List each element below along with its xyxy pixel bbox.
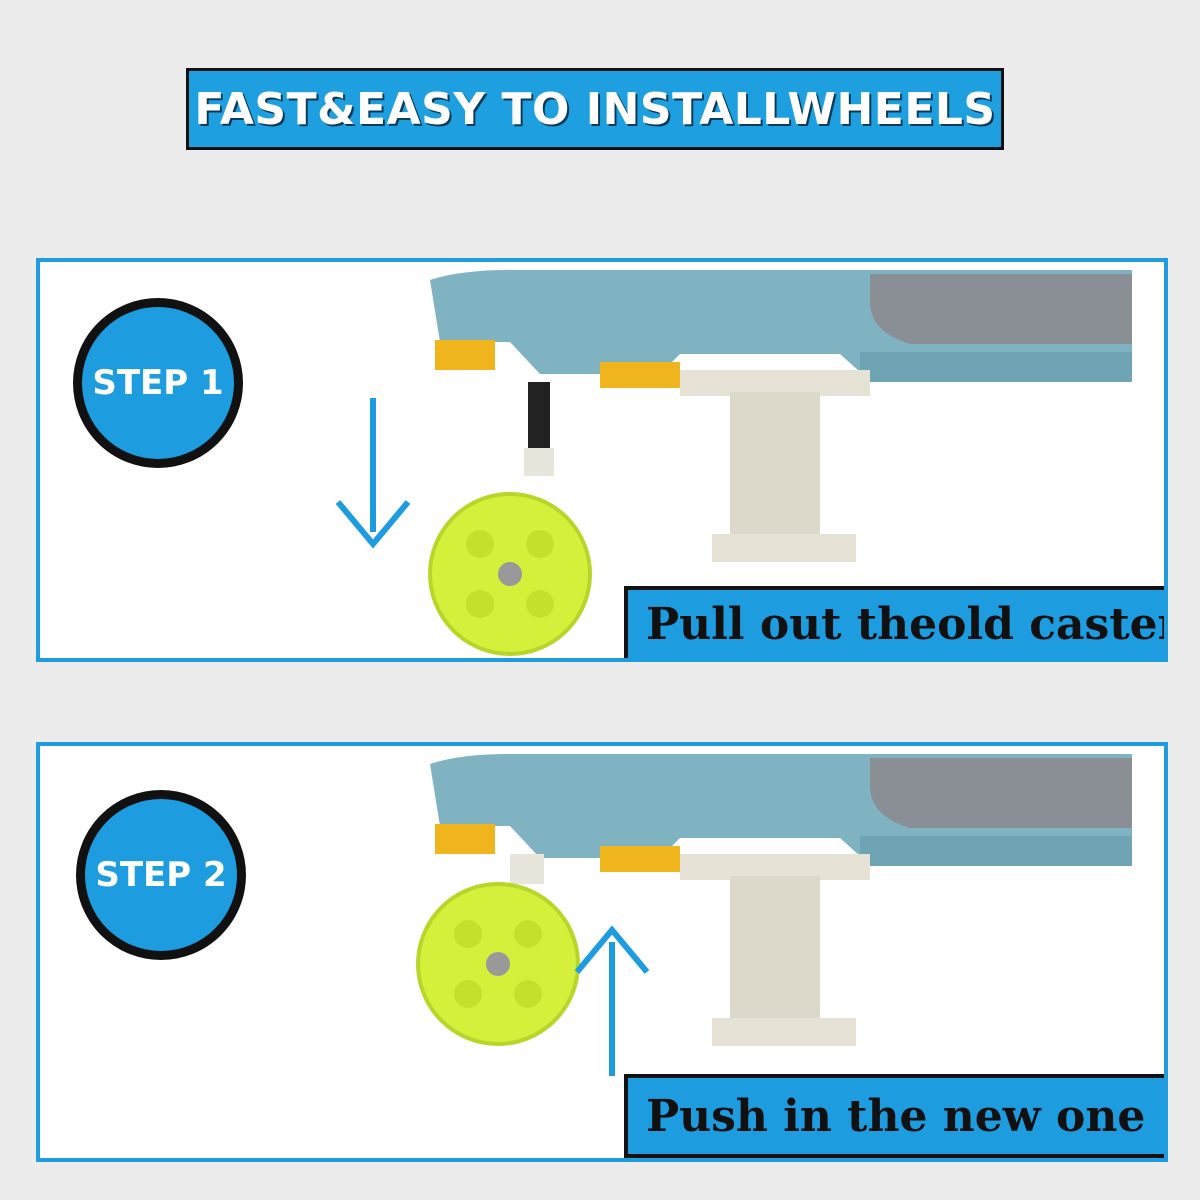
step-1-panel: STEP 1 Pull out theold caster xyxy=(36,258,1168,662)
leg-foot xyxy=(712,534,856,562)
step-2-illustration xyxy=(416,754,1132,1076)
caster-mount xyxy=(510,854,544,884)
wheel-hole xyxy=(454,980,482,1008)
up-arrow-head xyxy=(574,925,650,974)
wheel-hole xyxy=(514,920,542,948)
yellow-clip xyxy=(435,824,495,854)
down-arrow-head xyxy=(335,500,411,549)
step-2-caption-box: Push in the new one xyxy=(624,1074,1164,1158)
walker-edge xyxy=(860,352,1132,382)
yellow-clip xyxy=(435,340,495,370)
walker-tray xyxy=(870,758,1132,828)
caster-mount xyxy=(524,448,554,476)
wheel-hole xyxy=(514,980,542,1008)
step-1-caption: Pull out theold caster xyxy=(646,598,1168,650)
wheel-hole xyxy=(526,590,554,618)
wheel-hole xyxy=(466,590,494,618)
step-2-label: STEP 2 xyxy=(95,855,227,895)
yellow-clip xyxy=(600,846,680,872)
wheel-hole xyxy=(526,530,554,558)
step-1-illustration xyxy=(335,270,1132,656)
leg-bracket xyxy=(680,370,870,396)
wheel-axle xyxy=(498,562,522,586)
step-1-caption-box: Pull out theold caster xyxy=(624,586,1168,658)
caster-stem xyxy=(528,382,550,452)
walker-leg xyxy=(730,392,820,552)
step-1-badge: STEP 1 xyxy=(73,298,243,468)
step-1-label: STEP 1 xyxy=(92,363,224,403)
wheel-hole xyxy=(466,530,494,558)
step-2-badge: STEP 2 xyxy=(76,790,246,960)
step-2-caption: Push in the new one xyxy=(646,1090,1146,1142)
step-2-panel: STEP 2 Push in the new one xyxy=(36,742,1168,1162)
walker-edge xyxy=(860,836,1132,866)
wheel-axle xyxy=(486,952,510,976)
title-banner: FAST&EASY TO INSTALLWHEELS xyxy=(186,68,1004,150)
leg-foot xyxy=(712,1018,856,1046)
yellow-clip xyxy=(600,362,680,388)
wheel-hole xyxy=(454,920,482,948)
leg-bracket xyxy=(680,854,870,880)
page-title: FAST&EASY TO INSTALLWHEELS xyxy=(194,83,996,135)
walker-leg xyxy=(730,876,820,1036)
walker-tray xyxy=(870,274,1132,344)
